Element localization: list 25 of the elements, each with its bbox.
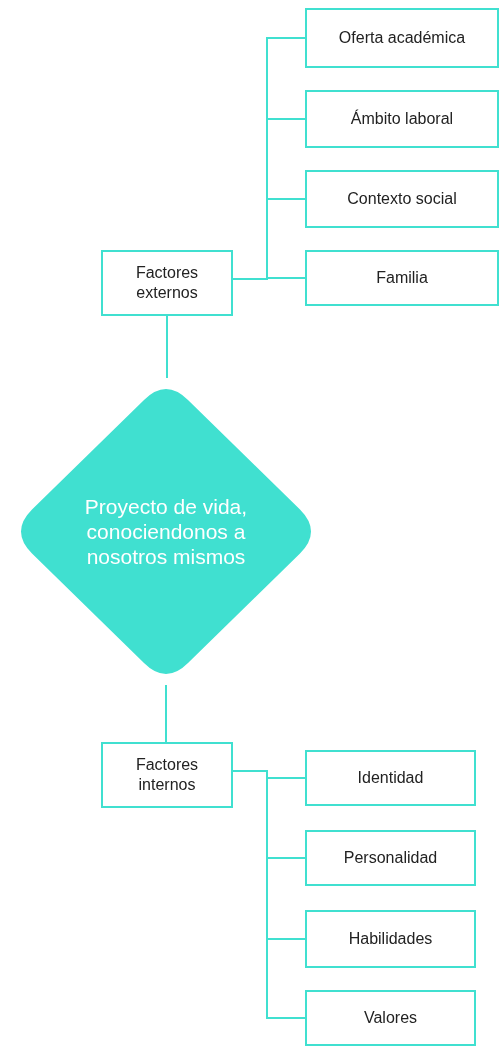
box-label: Identidad — [357, 768, 424, 788]
text-box — [305, 170, 499, 228]
text-box — [305, 910, 476, 968]
diamond-label: Proyecto de vida, conociendonos a nosotros mismos — [83, 494, 249, 569]
box-label: Habilidades — [348, 929, 433, 949]
box-label: Ámbito laboral — [350, 109, 454, 129]
box-label: Valores — [363, 1008, 418, 1028]
box-label: Factores externos — [134, 263, 200, 303]
box-label: Familia — [376, 268, 428, 288]
text-box — [305, 830, 476, 886]
text-box — [305, 750, 476, 806]
box-label: Factores internos — [134, 755, 200, 795]
text-box — [305, 8, 499, 68]
connector-line — [165, 684, 167, 743]
connector-line — [166, 315, 168, 379]
text-box — [305, 990, 476, 1046]
connector-line — [232, 277, 306, 280]
text-box — [305, 250, 499, 306]
text-box — [101, 250, 233, 316]
box-label: Oferta académica — [338, 28, 466, 48]
text-box — [305, 90, 499, 148]
box-label: Contexto social — [347, 189, 457, 209]
box-label: Personalidad — [343, 848, 438, 868]
text-box — [101, 742, 233, 808]
connector-line — [232, 770, 306, 1019]
